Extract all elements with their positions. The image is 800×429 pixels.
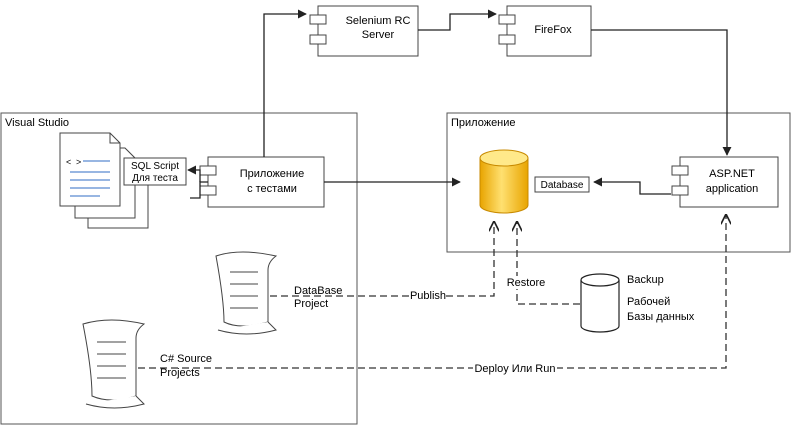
backup-label-line2: Рабочей — [627, 296, 670, 308]
edge-deploy — [138, 215, 726, 369]
edge-testapp-to-sql — [190, 181, 208, 199]
application-title: Приложение — [451, 117, 516, 129]
csharp-source-document: C# Source Projects — [82, 319, 212, 409]
database-label: Database — [541, 180, 584, 191]
code-bracket-close-icon: > — [76, 157, 81, 167]
sql-script-label-line1: SQL Script — [131, 161, 179, 172]
aspnet-label-line1: ASP.NET — [709, 168, 755, 180]
edge-aspnet-to-database — [593, 177, 671, 195]
selenium-server-component: Selenium RC Server — [309, 5, 419, 57]
aspnet-component: ASP.NET application — [671, 156, 779, 208]
edge-firefox-to-aspnet — [591, 29, 732, 156]
edge-selenium-to-firefox — [418, 9, 497, 31]
sql-script-documents: < > SQL Script Для теста — [59, 132, 187, 229]
database-label-box: Database — [534, 176, 590, 193]
visual-studio-title: Visual Studio — [5, 117, 69, 129]
csharp-source-label-line1: C# Source — [160, 353, 212, 365]
doc-page-front: < > — [59, 132, 121, 207]
database-project-document: DataBase Project — [215, 251, 342, 335]
aspnet-label-line2: application — [706, 183, 759, 195]
firefox-label: FireFox — [534, 24, 572, 36]
test-app-label-line2: с тестами — [247, 183, 297, 195]
backup-label-line1: Backup — [627, 274, 664, 286]
edge-testapp-to-selenium — [263, 9, 307, 157]
sql-script-label-line2: Для теста — [132, 173, 178, 184]
selenium-label-line2: Server — [362, 29, 395, 41]
edge-labels: Publish Restore Deploy Или Run — [410, 276, 557, 375]
firefox-component: FireFox — [498, 5, 592, 57]
selenium-label-line1: Selenium RC — [346, 15, 411, 27]
solid-connectors — [187, 9, 732, 199]
backup-database-icon: Backup Рабочей Базы данных — [580, 273, 695, 333]
backup-label-line3: Базы данных — [627, 311, 695, 323]
dashed-connectors — [138, 215, 726, 369]
deploy-label: Deploy Или Run — [474, 363, 555, 375]
database-cylinder-icon — [479, 149, 529, 214]
database-project-label-line1: DataBase — [294, 285, 342, 297]
edge-publish — [270, 222, 494, 297]
code-bracket-icon: < — [66, 157, 71, 167]
test-app-label-line1: Приложение — [240, 168, 305, 180]
database-project-label-line2: Project — [294, 298, 328, 310]
publish-label: Publish — [410, 290, 446, 302]
csharp-source-label-line2: Projects — [160, 367, 200, 379]
restore-label: Restore — [507, 277, 546, 289]
sql-script-label-box — [123, 157, 187, 186]
test-app-component: Приложение с тестами — [199, 156, 325, 208]
